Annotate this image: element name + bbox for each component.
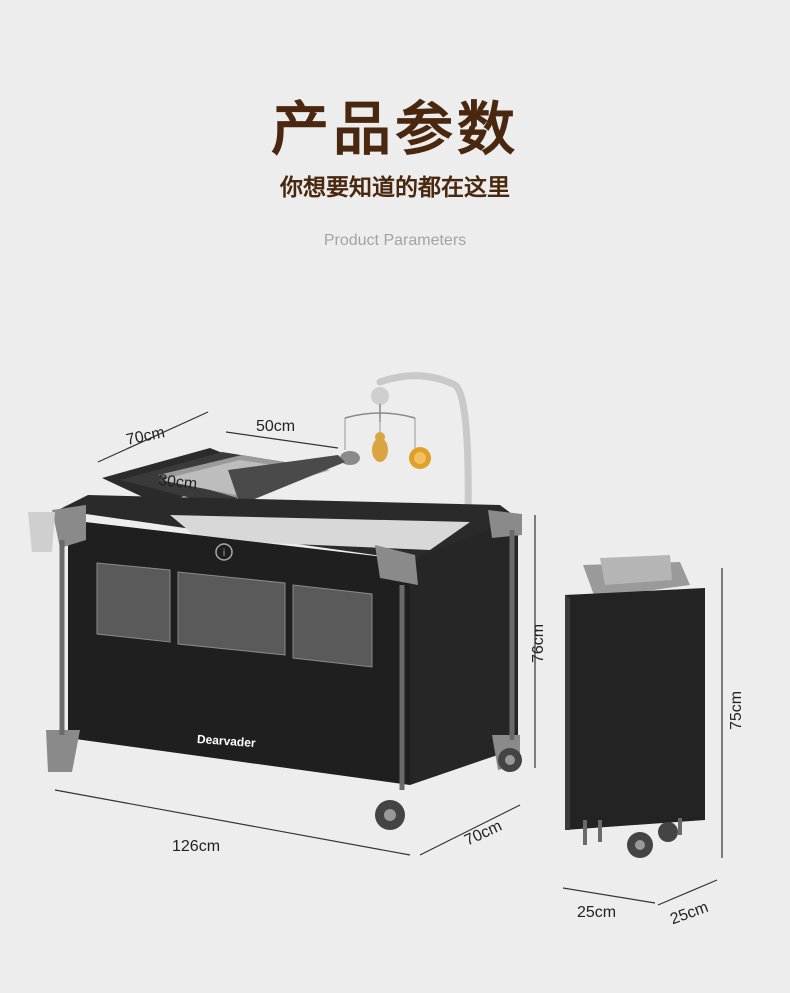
label-crib-length: 126cm xyxy=(172,838,221,855)
info-icon xyxy=(215,543,233,561)
dim-line-crib-width xyxy=(419,804,521,856)
dim-line-crib-length xyxy=(54,789,411,856)
changing-table xyxy=(102,448,345,505)
brand-logo: Dearvader xyxy=(197,732,257,750)
dim-line-folded-width xyxy=(562,887,656,904)
mesh-windows xyxy=(96,562,373,668)
dim-line-folded-depth xyxy=(657,879,718,906)
info-icon-glyph: i xyxy=(223,548,226,559)
label-crib-height: 76cm xyxy=(530,623,547,663)
english-subtitle: Product Parameters xyxy=(323,232,467,249)
dim-line-changer-length xyxy=(97,411,209,463)
cup-holder xyxy=(28,512,55,552)
dimension-lines xyxy=(54,411,723,906)
crib-mobile xyxy=(340,372,472,524)
folded-crib xyxy=(565,555,705,858)
dim-line-changer-width xyxy=(225,431,339,449)
giraffe-toy xyxy=(372,438,388,462)
label-folded-height: 75cm xyxy=(728,690,745,730)
crib-wheels xyxy=(375,748,522,830)
label-folded-width: 25cm xyxy=(577,904,617,921)
crib-body: i Dearvader xyxy=(28,495,522,830)
page-title: 产品参数 xyxy=(270,95,519,163)
page-subtitle: 你想要知道的都在这里 xyxy=(280,175,510,201)
elephant-toy xyxy=(340,451,360,465)
label-changer-width: 50cm xyxy=(256,418,296,435)
